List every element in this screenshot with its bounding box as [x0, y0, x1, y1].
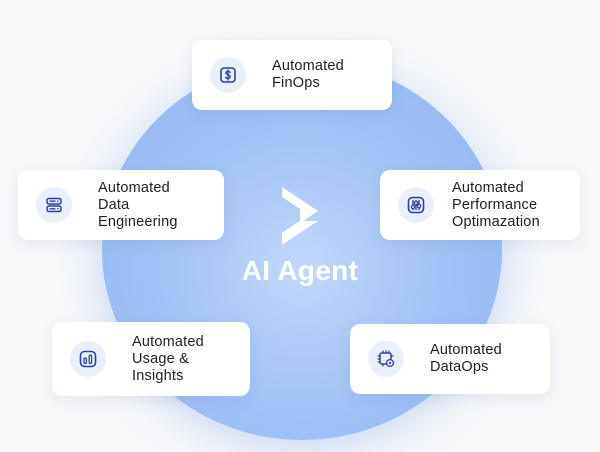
ai-agent-hub: AI Agent	[212, 185, 388, 295]
ai-agent-title: AI Agent	[241, 255, 359, 286]
cpu-gear-icon	[368, 341, 404, 377]
database-icon	[36, 187, 72, 223]
ai-agent-logo-icon	[282, 187, 318, 245]
card-label: Automated DataOps	[430, 342, 502, 375]
sliders-icon	[398, 187, 434, 223]
dollar-icon	[210, 57, 246, 93]
card-label: Automated Usage & Insights	[132, 333, 204, 384]
card-label: Automated Data Engineering	[98, 179, 178, 230]
bar-chart-icon	[70, 341, 106, 377]
card-label: Automated Performance Optimazation	[452, 179, 540, 230]
card-automated-data-engineering: Automated Data Engineering	[18, 170, 224, 240]
card-automated-finops: Automated FinOps	[192, 40, 392, 110]
card-automated-usage-insights: Automated Usage & Insights	[52, 322, 250, 396]
card-automated-dataops: Automated DataOps	[350, 324, 550, 394]
card-label: Automated FinOps	[272, 58, 344, 91]
card-automated-performance-optimization: Automated Performance Optimazation	[380, 170, 580, 240]
